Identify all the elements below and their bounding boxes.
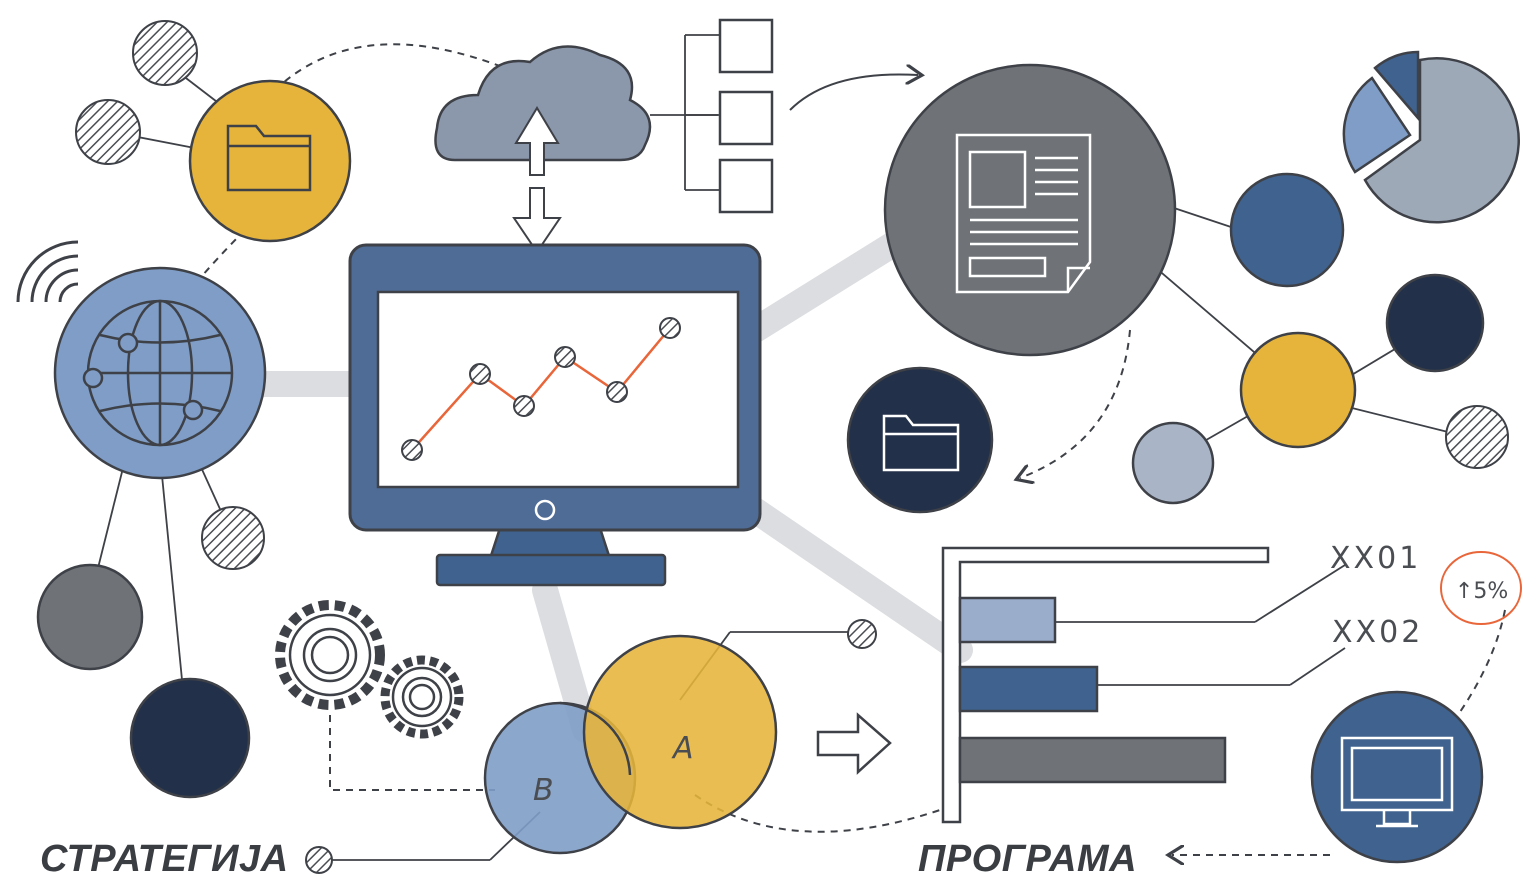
monitor-icon: [348, 243, 762, 587]
navy-node-left: [129, 677, 251, 799]
bar-1: [958, 596, 1057, 644]
bar-3: [958, 736, 1227, 784]
venn-circle-a: [582, 634, 778, 830]
curved-arrow: [789, 74, 918, 111]
navy-folder-node: [846, 366, 994, 514]
bar-2: [958, 665, 1099, 713]
download-arrow-icon: [512, 187, 562, 254]
hierarchy-icon: [718, 18, 774, 214]
upload-arrow-icon: [514, 106, 560, 176]
hatched-node-top: [132, 20, 198, 86]
percent-badge-ring: [1440, 551, 1522, 625]
hatched-node-caption: [305, 846, 333, 874]
globe-icon: [82, 299, 234, 447]
cloud-icon: [434, 45, 652, 162]
bar-chart-icon: [941, 546, 1270, 824]
caption-strategy: СТРАТЕГИЈА: [40, 838, 289, 880]
hatched-node-globe: [201, 506, 265, 570]
navy-node-right: [1385, 273, 1485, 373]
folder-icon-navy: [882, 414, 960, 472]
line-chart-icon: [401, 317, 681, 461]
hatched-node-left: [75, 99, 141, 165]
yellow-node-right: [1239, 331, 1357, 449]
monitor-icon-small: [1340, 736, 1454, 828]
light-node-right: [1131, 421, 1215, 505]
pie-chart-icon: [1342, 50, 1520, 224]
folder-icon: [226, 124, 312, 192]
monitor-node: [1310, 690, 1484, 864]
document-icon: [955, 133, 1092, 294]
blue-node-right: [1229, 172, 1345, 288]
venn-label-a: A: [671, 731, 694, 766]
bar-label-xx01: XX01: [1330, 541, 1421, 576]
hatched-node-right: [1445, 405, 1509, 469]
wifi-icon: [16, 240, 79, 303]
document-node: [883, 63, 1177, 357]
yellow-folder-node: [188, 79, 352, 243]
venn-diagram-icon: [483, 634, 778, 855]
arrow-right-icon: [816, 712, 892, 775]
gears-icon: [275, 600, 464, 739]
gray-node: [36, 563, 144, 671]
venn-label-b: B: [533, 773, 554, 808]
hatched-node-venn: [847, 619, 877, 649]
percent-badge: ↑5%: [1455, 579, 1508, 604]
caption-program: ПРОГРАМА: [918, 838, 1138, 880]
bar-label-xx02: XX02: [1332, 615, 1423, 650]
